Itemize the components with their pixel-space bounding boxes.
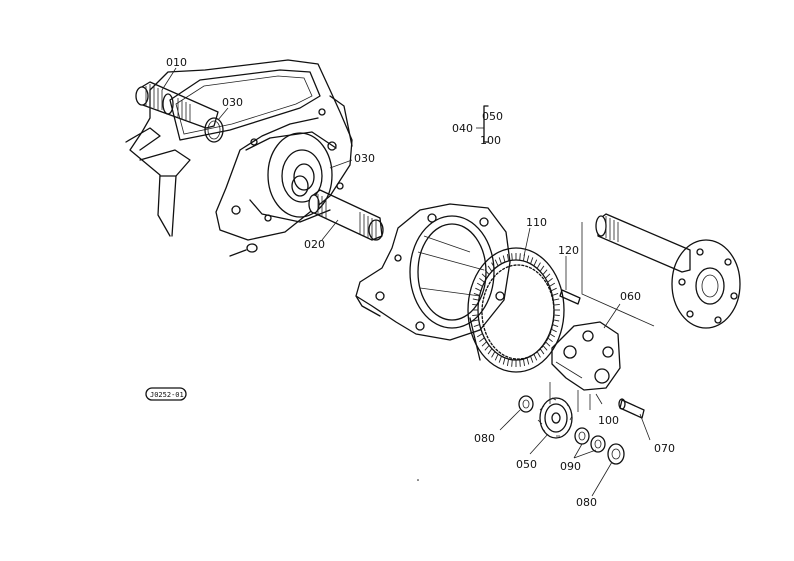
ring-gear-tooth — [473, 324, 480, 327]
ring-gear-tooth — [552, 324, 559, 327]
ring-gear-tooth — [530, 356, 534, 363]
label-020: 020 — [304, 238, 325, 251]
ring-gear-tooth — [494, 353, 499, 361]
ring-gear-tooth — [545, 273, 551, 279]
assembly-guide-lines — [549, 382, 591, 412]
ring-gear-tooth — [553, 298, 560, 301]
ring-gear-tooth — [519, 253, 521, 261]
ring-gear-tooth — [536, 351, 541, 358]
planet-gear-050 — [537, 397, 573, 439]
ring-gear-tooth — [506, 254, 510, 262]
ring-gear-teeth — [472, 253, 560, 367]
label-090: 090 — [560, 460, 581, 473]
label-040: 040 — [452, 122, 473, 135]
ring-gear-tooth — [502, 255, 506, 263]
label-120: 120 — [558, 244, 579, 257]
ring-gear-tooth — [530, 257, 534, 264]
ring-gear-tooth — [552, 293, 559, 296]
planet-carrier-060 — [551, 321, 621, 391]
ring-gear-tooth — [472, 319, 479, 322]
ring-gear-tooth — [498, 257, 502, 264]
label-110: 110 — [526, 216, 547, 229]
ring-gear-tooth — [476, 282, 483, 287]
ring-gear-tooth — [479, 277, 485, 283]
ring-gear-tooth — [475, 328, 482, 333]
shaft-020 — [291, 175, 384, 241]
ring-gear-110 — [467, 247, 565, 373]
ring-gear-tooth — [487, 348, 493, 355]
ring-gear-tooth — [542, 269, 548, 275]
ring-gear-tooth — [494, 259, 499, 267]
part-labels: 010 030 030 020 040 050 100 110 120 060 … — [166, 56, 675, 509]
ring-gear-tooth — [536, 262, 541, 269]
label-030-upper: 030 — [222, 96, 243, 109]
ring-gear-tooth — [511, 359, 513, 367]
label-060: 060 — [620, 290, 641, 303]
final-drive-cover — [355, 203, 511, 341]
ring-gear-tooth — [472, 314, 479, 317]
ring-gear-tooth — [542, 345, 548, 351]
label-070: 070 — [654, 442, 675, 455]
ring-gear-tooth — [498, 356, 502, 363]
output-axle — [581, 213, 741, 329]
label-100: 100 — [598, 414, 619, 427]
ring-gear-tooth — [491, 262, 496, 269]
group-bracket-040 — [483, 105, 489, 143]
transmission-housing — [125, 59, 353, 257]
ring-gear-tooth — [547, 277, 553, 283]
ring-gear-tooth — [472, 303, 479, 306]
ring-gear-tooth — [553, 303, 560, 306]
stray-dot — [417, 479, 419, 481]
ring-gear-tooth — [484, 269, 490, 275]
ring-gear-tooth — [481, 273, 487, 279]
pin-120 — [559, 289, 581, 305]
ring-gear-tooth — [491, 351, 496, 358]
shaft-010 — [135, 81, 219, 129]
ring-gear-tooth — [511, 253, 513, 261]
ring-gear-tooth — [519, 359, 521, 367]
label-080-upper: 080 — [474, 432, 495, 445]
ring-gear-tooth — [473, 293, 480, 296]
ring-gear-tooth — [539, 265, 545, 272]
o-ring-030-upper — [204, 117, 224, 143]
ring-gear-tooth — [549, 333, 556, 338]
ring-gear-tooth — [484, 345, 490, 351]
ring-gear-tooth — [522, 254, 526, 262]
pin-070 — [618, 398, 645, 419]
ring-gear-tooth — [549, 282, 556, 287]
label-030-lower: 030 — [354, 152, 375, 165]
ring-gear-tooth — [522, 358, 526, 366]
ring-gear-tooth — [476, 333, 483, 338]
washer-080-upper — [518, 395, 534, 413]
ring-gear-tooth — [533, 353, 538, 361]
ring-gear-tooth — [479, 337, 485, 343]
ring-gear-tooth — [475, 287, 482, 292]
label-100-group: 100 — [480, 134, 501, 147]
ring-gear-tooth — [553, 319, 560, 322]
ring-gear-tooth — [550, 287, 557, 292]
ring-gear-tooth — [487, 265, 493, 272]
label-080-lower: 080 — [576, 496, 597, 509]
ring-gear-tooth — [553, 314, 560, 317]
ring-gear-tooth — [550, 328, 557, 333]
label-010: 010 — [166, 56, 187, 69]
ring-gear-tooth — [539, 348, 545, 355]
ring-gear-tooth — [545, 341, 551, 347]
label-050-group: 050 — [482, 110, 503, 123]
ring-gear-tooth — [506, 358, 510, 366]
ring-gear-tooth — [526, 357, 530, 365]
ring-gear-tooth — [481, 341, 487, 347]
ring-gear-tooth — [526, 255, 530, 263]
label-050: 050 — [516, 458, 537, 471]
drawing-code-badge: J0252-01 — [145, 387, 187, 401]
drawing-code: J0252-01 — [150, 391, 184, 399]
ring-gear-tooth — [472, 298, 479, 301]
leader-lines — [161, 67, 651, 497]
ring-gear-tooth — [547, 337, 553, 343]
washer-080-lower — [607, 443, 625, 465]
ring-gear-tooth — [533, 259, 538, 267]
ring-gear-tooth — [502, 357, 506, 365]
